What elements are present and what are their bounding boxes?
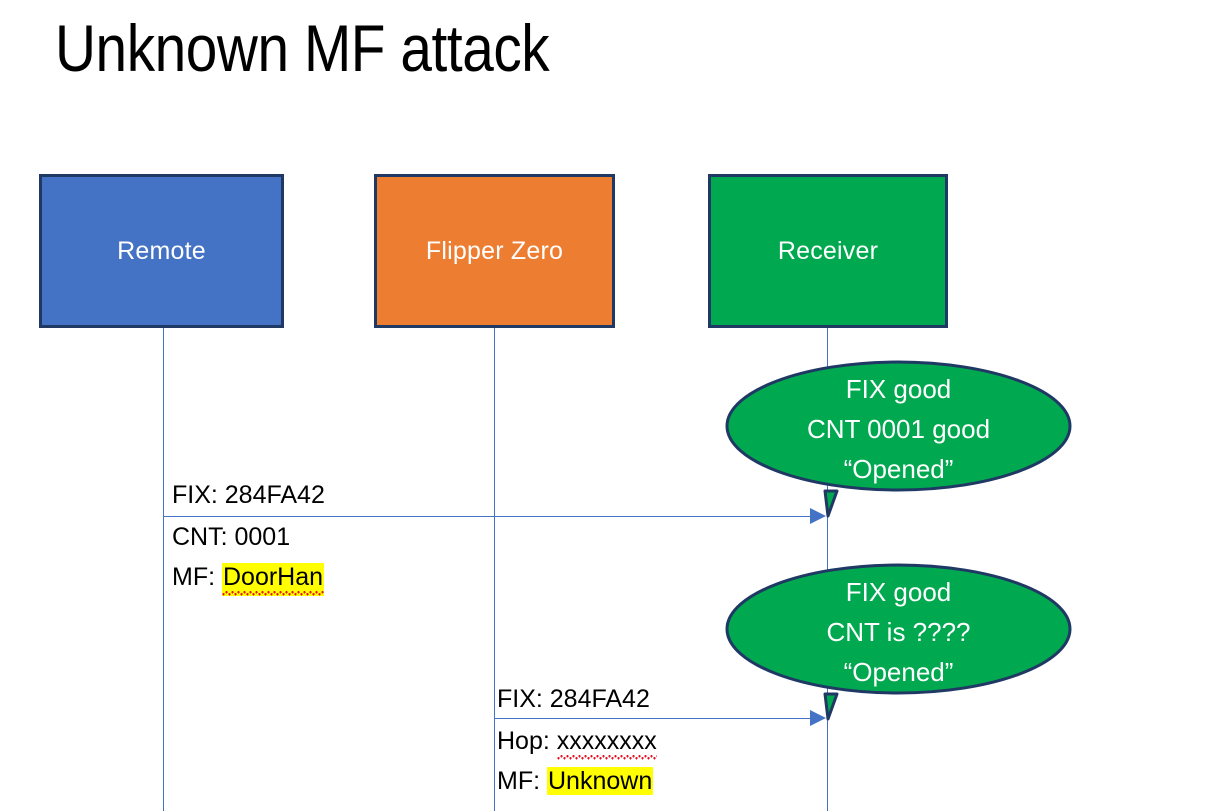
message-1-label-below: CNT: 0001 MF: DoorHan xyxy=(172,517,324,597)
lifeline-remote xyxy=(163,328,164,811)
actor-label-flipper: Flipper Zero xyxy=(425,236,564,265)
actor-box-remote[interactable]: Remote xyxy=(39,174,284,328)
message-2-mf-line: MF: Unknown xyxy=(497,761,657,801)
message-2-hop-value: xxxxxxxx xyxy=(556,727,657,760)
message-2-mf-prefix: MF: xyxy=(497,767,547,795)
message-2-label-above: FIX: 284FA42 xyxy=(497,685,650,713)
page-title: Unknown MF attack xyxy=(55,11,550,85)
speech-bubble-2[interactable]: FIX good CNT is ???? “Opened” xyxy=(725,563,1072,723)
speech-bubble-1[interactable]: FIX good CNT 0001 good “Opened” xyxy=(725,360,1072,520)
message-2-label-below: Hop: xxxxxxxx MF: Unknown xyxy=(497,721,657,801)
message-arrow-2-arrowhead-icon xyxy=(810,710,826,726)
message-1-cnt-line: CNT: 0001 xyxy=(172,523,291,551)
message-arrow-1-arrowhead-icon xyxy=(810,508,826,524)
speech-bubble-1-shape-icon xyxy=(725,360,1072,518)
actor-label-remote: Remote xyxy=(117,236,206,265)
actor-box-flipper[interactable]: Flipper Zero xyxy=(374,174,615,328)
actor-box-receiver[interactable]: Receiver xyxy=(708,174,948,328)
message-1-label-above: FIX: 284FA42 xyxy=(172,481,325,509)
message-1-mf-line: MF: DoorHan xyxy=(172,557,324,597)
message-arrow-1-line xyxy=(163,516,813,517)
message-1-mf-prefix: MF: xyxy=(172,563,222,591)
message-arrow-2-line xyxy=(494,718,813,719)
message-2-hop-prefix: Hop: xyxy=(497,727,557,755)
message-1-mf-value: DoorHan xyxy=(222,563,324,596)
lifeline-flipper xyxy=(494,328,495,811)
speech-bubble-2-shape-icon xyxy=(725,563,1072,721)
actor-label-receiver: Receiver xyxy=(777,236,879,265)
message-2-mf-value: Unknown xyxy=(547,767,654,795)
message-2-hop-line: Hop: xxxxxxxx xyxy=(497,721,657,761)
